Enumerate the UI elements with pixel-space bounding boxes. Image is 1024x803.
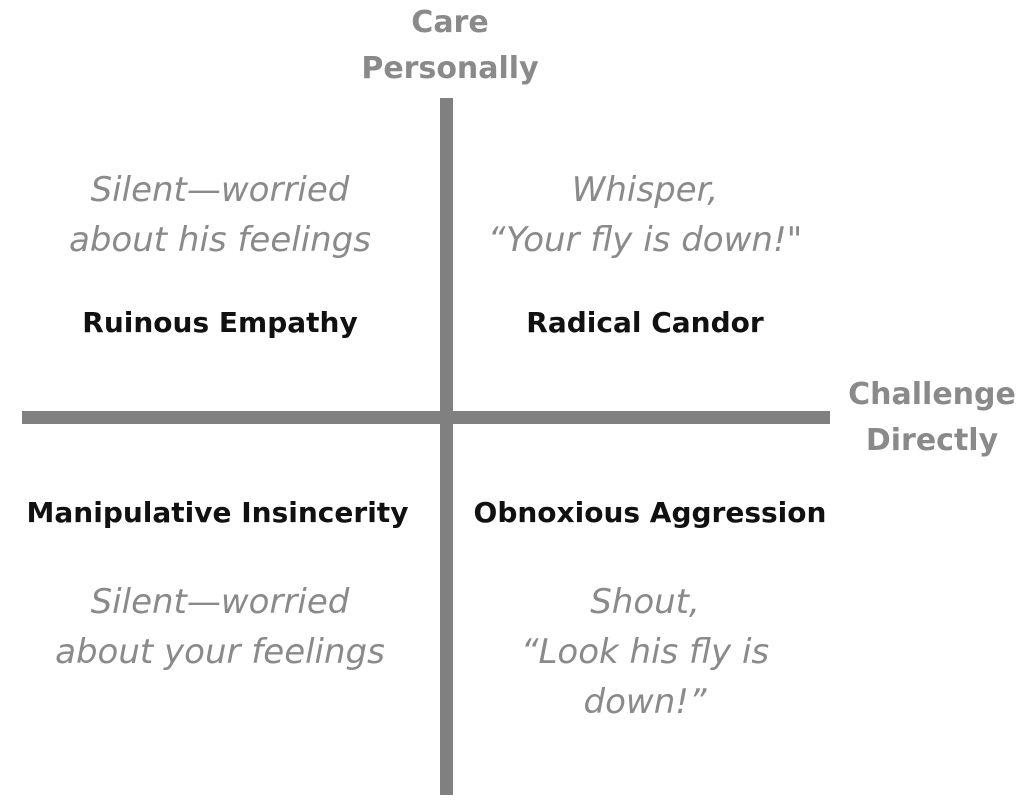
quote-line: Shout, bbox=[590, 582, 700, 622]
quote-line: down!” bbox=[583, 682, 707, 722]
quote-line: Silent—worried bbox=[90, 170, 350, 210]
manipulative-insincerity-title: Manipulative Insincerity bbox=[26, 496, 409, 529]
vertical-axis bbox=[440, 98, 453, 795]
quote-line: “Your fly is down!" bbox=[487, 220, 803, 260]
horizontal-axis-label-line-1: Challenge bbox=[848, 377, 1016, 412]
vertical-axis-label: Care Personally bbox=[300, 0, 600, 92]
quote-line: “Look his fly is bbox=[520, 632, 770, 672]
horizontal-axis-label-line-2: Directly bbox=[865, 423, 999, 458]
horizontal-axis bbox=[22, 411, 830, 424]
quote-line: Silent—worried bbox=[90, 582, 350, 622]
ruinous-empathy-title: Ruinous Empathy bbox=[82, 306, 358, 339]
obnoxious-aggression-quote: Shout, “Look his fly is down!” bbox=[445, 577, 845, 727]
quote-line: Whisper, bbox=[571, 170, 719, 210]
quote-line: about your feelings bbox=[55, 632, 385, 672]
obnoxious-aggression-title: Obnoxious Aggression bbox=[473, 496, 827, 529]
radical-candor-quote: Whisper, “Your fly is down!" bbox=[445, 165, 845, 265]
vertical-axis-label-line-1: Care bbox=[411, 5, 489, 40]
horizontal-axis-label: Challenge Directly bbox=[840, 372, 1024, 464]
vertical-axis-label-line-2: Personally bbox=[361, 51, 539, 86]
quote-line: about his feelings bbox=[69, 220, 371, 260]
ruinous-empathy-quote: Silent—worried about his feelings bbox=[20, 165, 420, 265]
radical-candor-title: Radical Candor bbox=[526, 306, 764, 339]
manipulative-insincerity-quote: Silent—worried about your feelings bbox=[20, 577, 420, 677]
